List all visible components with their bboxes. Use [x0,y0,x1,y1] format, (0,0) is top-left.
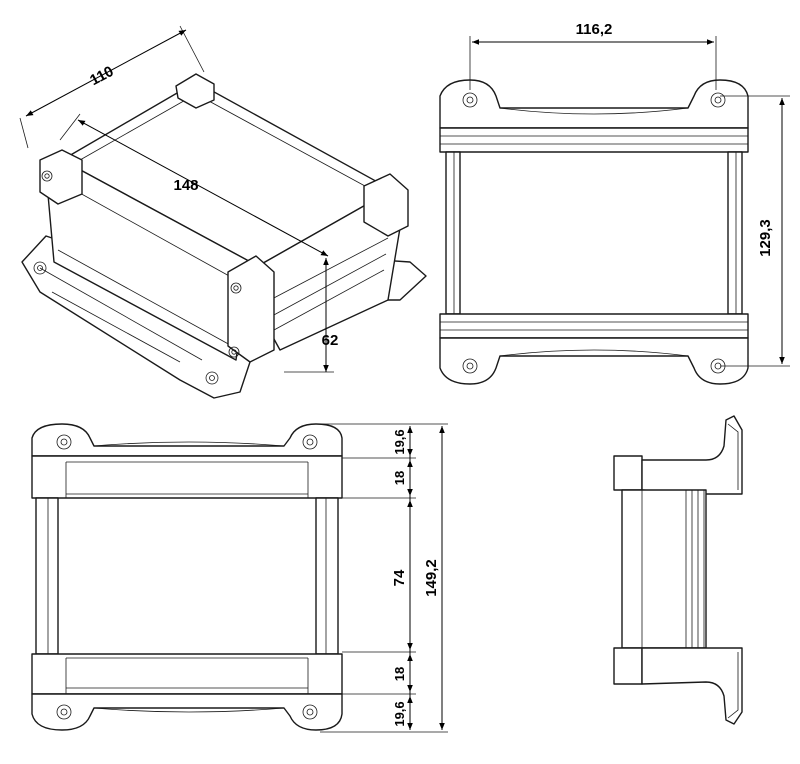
dim-total: 149,2 [423,559,440,597]
dim-rail-bottom: 18 [392,667,407,681]
dim-flange-bottom: 19,6 [392,701,407,726]
dim-iso-width: 110 [87,63,116,89]
top-view: 116,2 129,3 [439,21,790,385]
dim-iso-length: 148 [173,177,198,194]
bottom-view: 19,6 18 74 18 19,6 149,2 [31,423,448,733]
isometric-view: 110 148 62 [19,25,427,399]
dim-opening: 74 [391,569,408,586]
dim-iso-height: 62 [322,332,339,349]
side-view [613,415,743,725]
dim-top-width: 116,2 [576,21,613,38]
dim-rail-top: 18 [392,471,407,485]
dim-flange-top: 19,6 [392,429,407,454]
dim-top-height: 129,3 [757,219,774,257]
